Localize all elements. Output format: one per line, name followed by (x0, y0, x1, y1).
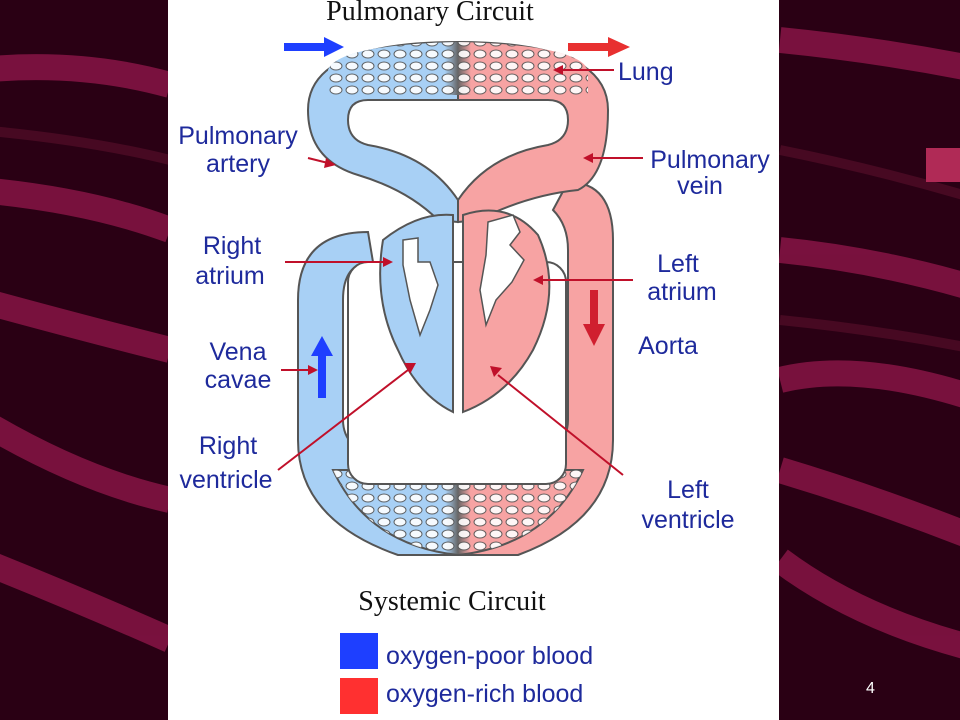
label-pulmonary-vein-line2: vein (677, 172, 723, 200)
label-right-ventricle-line1: Right (199, 432, 257, 460)
label-left-ventricle-line2: ventricle (641, 506, 734, 534)
label-left-atrium-line2: atrium (647, 278, 716, 306)
systemic-circuit-title: Systemic Circuit (358, 586, 546, 617)
label-pulmonary-artery-line2: artery (206, 150, 270, 178)
diagram-panel: Pulmonary Circuit Systemic Circuit Lung … (168, 0, 779, 720)
label-vena-cavae-line2: cavae (205, 366, 272, 394)
legend-swatch-oxygen-poor (340, 633, 378, 669)
label-pulmonary-artery-line1: Pulmonary (178, 122, 298, 150)
label-right-ventricle-line2: ventricle (179, 466, 272, 494)
pointer-lines (277, 65, 643, 476)
flow-arrow-blue-right (284, 37, 344, 57)
label-pulmonary-vein-line1: Pulmonary (650, 146, 770, 174)
systemic-capillary-bed (333, 470, 583, 555)
flow-arrow-blue-up (311, 336, 333, 398)
pulmonary-loop (306, 40, 610, 224)
label-left-atrium-line1: Left (657, 250, 699, 278)
systemic-loop (297, 180, 614, 557)
flow-arrows (284, 37, 630, 398)
label-right-atrium-line2: atrium (195, 262, 264, 290)
heart (379, 209, 551, 414)
legend: oxygen-poor blood oxygen-rich blood (340, 633, 593, 714)
label-aorta: Aorta (638, 332, 698, 360)
legend-label-oxygen-rich: oxygen-rich blood (386, 680, 583, 708)
legend-label-oxygen-poor: oxygen-poor blood (386, 642, 593, 670)
label-left-ventricle-line1: Left (667, 476, 709, 504)
flow-arrow-red-down (583, 290, 605, 346)
label-vena-cavae-line1: Vena (209, 338, 266, 366)
legend-swatch-oxygen-rich (340, 678, 378, 714)
lung-capillary-bed (328, 42, 588, 95)
label-right-atrium-line1: Right (203, 232, 261, 260)
aorta-vessel (457, 180, 614, 556)
flow-arrow-red-right (568, 37, 630, 57)
pulmonary-circuit-title: Pulmonary Circuit (326, 0, 534, 27)
label-lung: Lung (618, 58, 674, 86)
circulation-diagram: Pulmonary Circuit Systemic Circuit Lung … (178, 0, 770, 714)
slide-page-number: 4 (866, 680, 875, 697)
slide-side-tab (926, 148, 960, 182)
